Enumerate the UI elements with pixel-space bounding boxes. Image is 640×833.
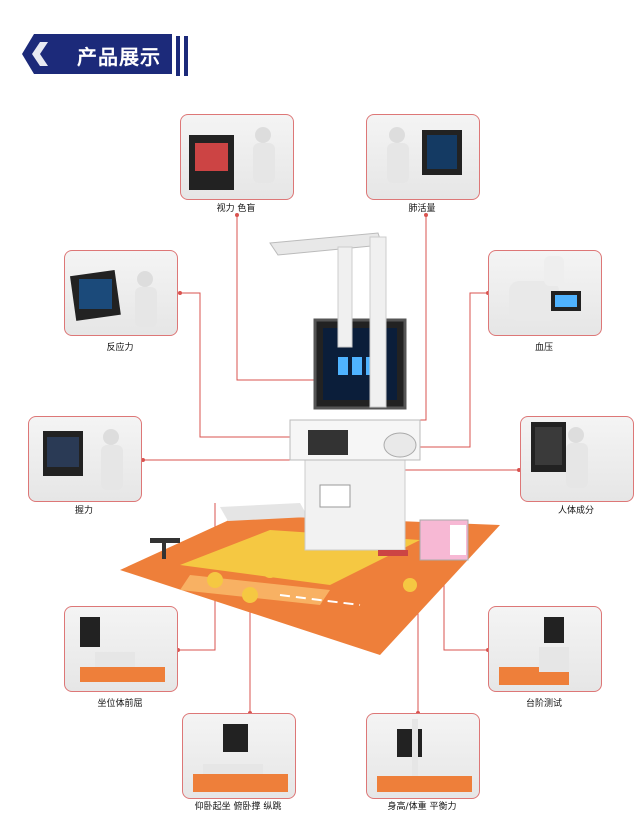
station-label-height: 身高/体重 平衡力 bbox=[387, 802, 457, 812]
station-label-body-composition: 人体成分 bbox=[557, 506, 594, 516]
step-test-photo bbox=[499, 617, 569, 685]
page-title: 产品展示 bbox=[77, 45, 161, 69]
station-card-situps[interactable] bbox=[182, 713, 296, 799]
station-card-height[interactable] bbox=[366, 713, 480, 799]
situps-pushups-jump-photo bbox=[193, 724, 288, 792]
station-card-blood-pressure[interactable] bbox=[488, 250, 602, 336]
central-machine-illustration bbox=[120, 232, 500, 655]
station-card-reaction[interactable] bbox=[64, 250, 178, 336]
vision-test-photo bbox=[189, 127, 275, 190]
station-label-vision: 视力 色盲 bbox=[216, 204, 256, 214]
height-weight-balance-photo bbox=[377, 719, 472, 792]
station-card-step-test[interactable] bbox=[488, 606, 602, 692]
station-card-grip[interactable] bbox=[28, 416, 142, 502]
station-label-situps: 仰卧起坐 俯卧撑 纵跳 bbox=[194, 802, 282, 812]
banner-shape bbox=[22, 34, 172, 74]
section-header-banner: 产品展示 bbox=[22, 34, 172, 74]
lung-capacity-photo bbox=[387, 127, 462, 183]
blood-pressure-photo bbox=[509, 256, 581, 321]
station-card-vision[interactable] bbox=[180, 114, 294, 200]
station-label-sit-reach: 坐位体前屈 bbox=[97, 699, 143, 709]
station-label-step-test: 台阶测试 bbox=[525, 699, 562, 709]
sit-and-reach-photo bbox=[80, 617, 165, 682]
station-card-sit-reach[interactable] bbox=[64, 606, 178, 692]
station-card-body-composition[interactable] bbox=[520, 416, 634, 502]
station-label-grip: 握力 bbox=[74, 506, 93, 516]
grip-strength-photo bbox=[43, 429, 123, 490]
station-label-lung: 肺活量 bbox=[408, 204, 436, 214]
station-label-blood-pressure: 血压 bbox=[534, 343, 553, 353]
station-card-lung[interactable] bbox=[366, 114, 480, 200]
reaction-test-photo bbox=[70, 270, 157, 327]
station-label-reaction: 反应力 bbox=[106, 343, 134, 353]
body-composition-photo bbox=[531, 422, 588, 488]
